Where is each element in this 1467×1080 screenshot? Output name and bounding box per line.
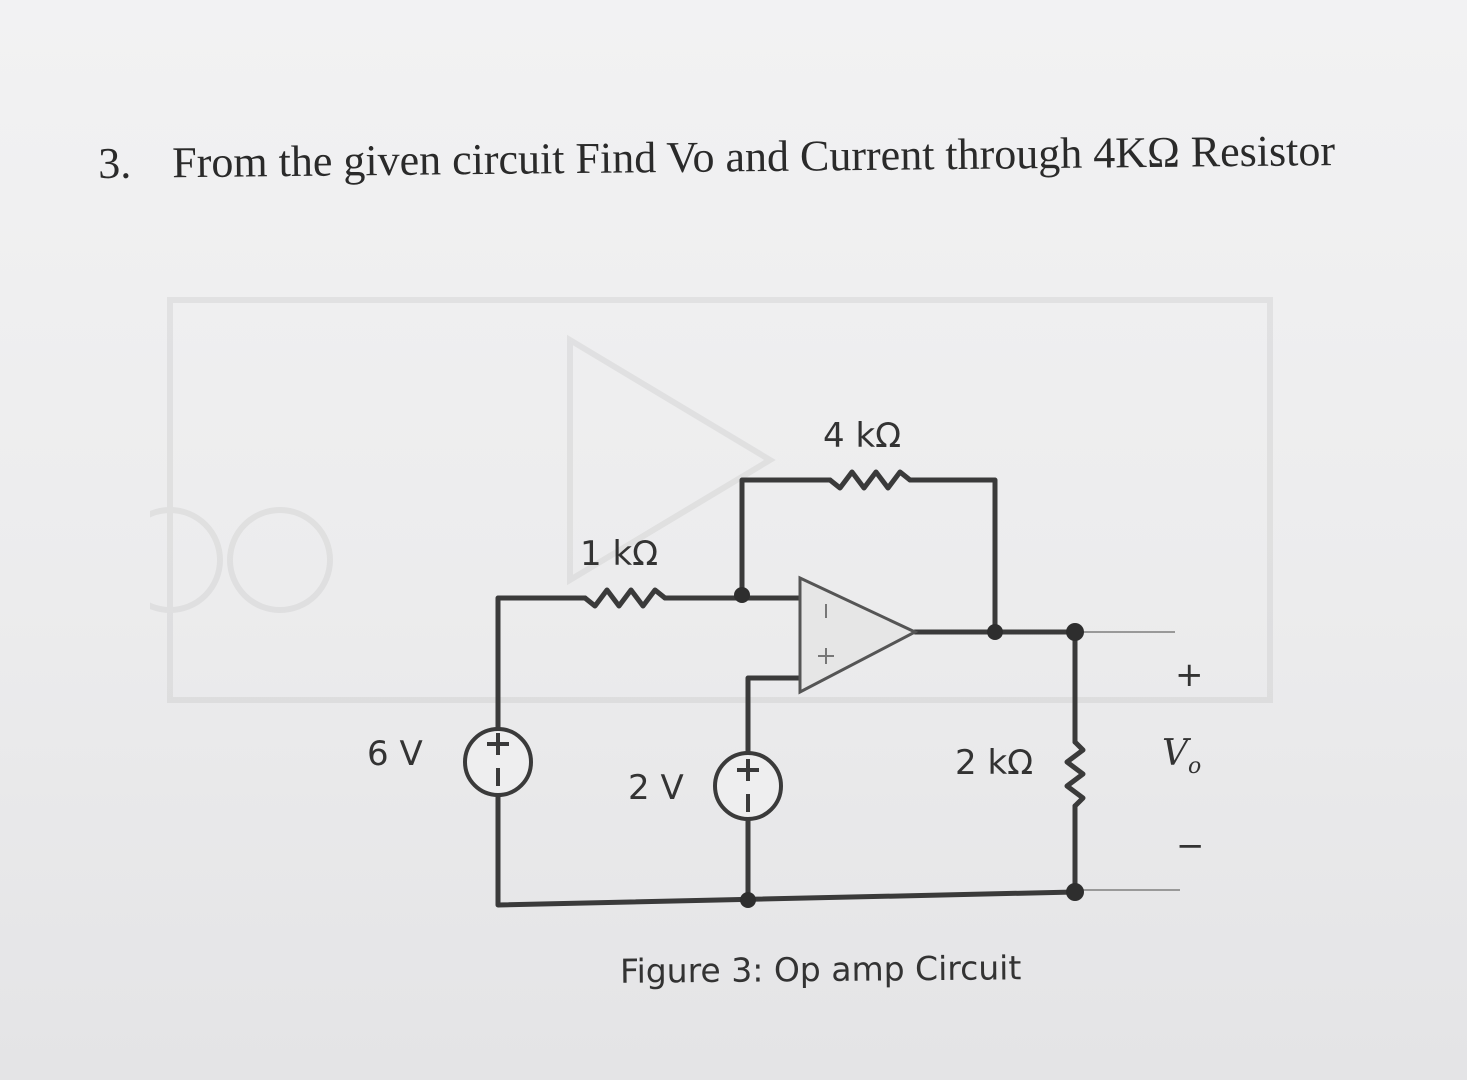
junction-inverting [734, 587, 750, 603]
terminal-vo-minus [1066, 883, 1084, 901]
wire-noninverting [745, 675, 803, 755]
terminal-vo-plus [1066, 623, 1084, 641]
wire-feedback [739, 477, 833, 598]
label-4k: 4 kΩ [823, 416, 902, 456]
source-6v [463, 727, 533, 797]
label-1k: 1 kΩ [580, 534, 659, 574]
resistor-4k-zigzag [827, 469, 913, 491]
op-amp [798, 575, 919, 695]
wire-6v-bottom [495, 792, 1078, 908]
wire-feedback-right [907, 477, 998, 635]
wire-input-left [495, 595, 588, 733]
vo-letter: V [1162, 733, 1188, 774]
resistor-2k-zigzag [1064, 739, 1086, 809]
figure-caption: Figure 3: Op amp Circuit [619, 948, 1022, 991]
source-2v [713, 751, 783, 821]
vo-label: Vo [1162, 733, 1201, 779]
junction-output [987, 624, 1003, 640]
resistor-1k-zigzag [582, 587, 668, 609]
vo-subscript: o [1188, 754, 1202, 780]
label-6v: 6 V [367, 734, 423, 774]
vo-minus-sign: − [1176, 826, 1205, 866]
label-2k: 2 kΩ [955, 743, 1034, 783]
vo-plus-sign: + [1175, 655, 1204, 695]
label-2v: 2 V [628, 768, 684, 808]
bleed-through-shadow [150, 297, 1273, 703]
junction-ground [740, 892, 756, 908]
